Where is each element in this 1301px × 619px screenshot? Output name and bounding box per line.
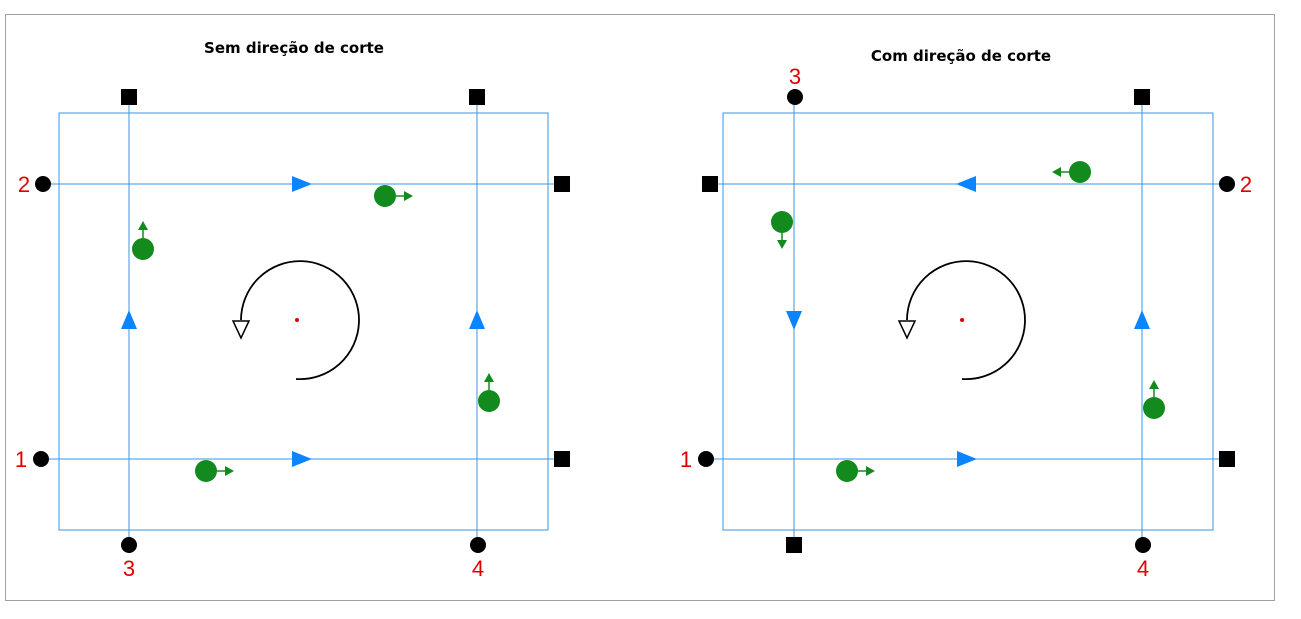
end-point-marker [121,89,137,105]
motion-arrow-head [484,373,494,382]
motion-arrow-head [777,240,787,249]
direction-arrow-up [1134,310,1150,329]
tool-with-motion-arrow [195,460,234,482]
label-row-1: 1 [15,447,27,472]
direction-arrow-right [292,451,312,467]
panel-left-title: Sem direção de corte [204,39,384,57]
figure-frame [5,14,1275,601]
label-col-4: 4 [1137,556,1149,581]
panel-right-title: Com direção de corte [871,47,1051,65]
label-row-2: 2 [1240,172,1252,197]
label-col-4: 4 [472,556,484,581]
rotation-arrow-head [231,320,251,340]
start-point-marker [121,537,137,553]
tool-circle [836,460,858,482]
end-point-marker [1219,451,1235,467]
end-point-marker [469,89,485,105]
label-col-3: 3 [789,64,801,89]
start-point-marker [1135,537,1151,553]
workpiece-boundary [58,112,549,531]
direction-arrow-left [956,176,976,192]
direction-arrow-down [786,311,802,330]
start-point-marker [470,537,486,553]
tool-circle [374,185,396,207]
rotation-arrow-head [897,320,917,340]
tool-with-motion-arrow [836,460,875,482]
tool-circle [771,211,793,233]
rotation-arc [240,260,360,380]
end-point-marker [1134,89,1150,105]
label-row-1: 1 [680,447,692,472]
rotation-arc [906,260,1026,380]
motion-arrow-head [1052,167,1061,177]
motion-arrow-head [404,191,413,201]
end-point-marker [554,176,570,192]
tool-circle [132,238,154,260]
label-row-2: 2 [18,172,30,197]
motion-arrow-head [1149,380,1159,389]
tool-with-motion-arrow [132,221,154,260]
tool-circle [1069,161,1091,183]
direction-arrow-right [957,451,977,467]
tool-with-motion-arrow [1052,161,1091,183]
tool-circle [1143,397,1165,419]
start-point-marker [698,451,714,467]
panel-left: Sem direção de corte [15,39,570,581]
tool-circle [195,460,217,482]
tool-with-motion-arrow [478,373,500,412]
start-point-marker [1219,176,1235,192]
label-col-3: 3 [123,556,135,581]
workpiece-boundary [722,112,1214,531]
tool-with-motion-arrow [771,211,793,249]
direction-arrow-right [292,176,312,192]
tool-with-motion-arrow [374,185,413,207]
start-point-marker [35,176,51,192]
tool-circle [478,390,500,412]
direction-arrow-up [121,310,137,329]
end-point-marker [702,176,718,192]
tool-with-motion-arrow [1143,380,1165,419]
rotation-arrow [897,260,1026,380]
direction-arrow-up [469,310,485,329]
center-point [295,318,299,322]
motion-arrow-head [225,466,234,476]
panel-right: Com direção de corte [680,47,1252,581]
center-point [960,318,964,322]
start-point-marker [787,89,803,105]
rotation-arrow [231,260,360,380]
motion-arrow-head [138,221,148,230]
end-point-marker [786,537,802,553]
end-point-marker [554,451,570,467]
motion-arrow-head [866,466,875,476]
start-point-marker [33,451,49,467]
